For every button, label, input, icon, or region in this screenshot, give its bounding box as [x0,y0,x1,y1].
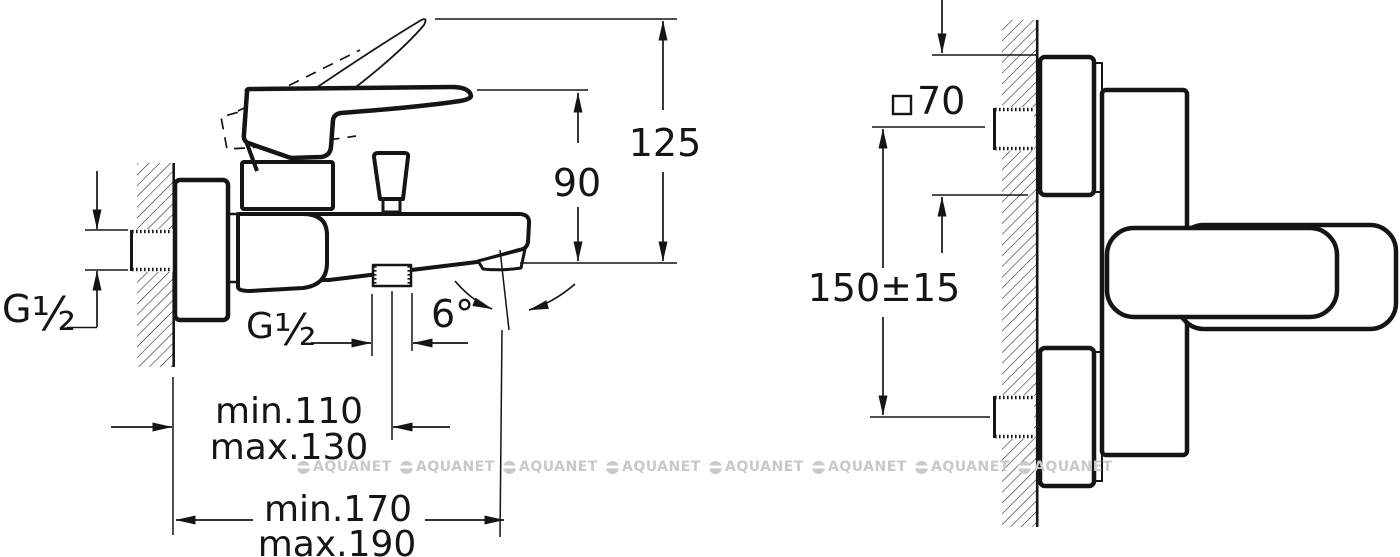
upper-inlet-nut [993,107,1034,151]
dimensions-top-view: 70 150±15 [808,0,1037,418]
watermark: AQUANET [503,459,598,475]
spout-angle-tick [499,249,510,331]
aquanet-logo-icon [709,460,722,474]
g-half-spout-label: G½ [246,305,317,356]
aquanet-logo-icon [915,460,928,474]
watermark: AQUANET [1018,459,1113,475]
g-half-wall-label: G½ [2,287,76,341]
watermark: AQUANET [709,459,804,475]
angle-arc-left [454,280,493,310]
handshower-outlet [371,263,413,288]
valve-body [236,212,329,293]
watermark: AQUANET [606,459,701,475]
handle-skirt-line [244,140,259,172]
angle-label: 6° [431,292,474,336]
aquanet-logo-icon [400,460,413,474]
dim-150-label: 150±15 [808,266,961,310]
diverter-knob [372,151,411,201]
watermark: AQUANET [812,459,907,475]
watermark: AQUANET [400,459,495,475]
aquanet-logo-icon [1018,460,1031,474]
aquanet-logo-icon [297,460,310,474]
watermark: AQUANET [915,459,1010,475]
wall-inlet-nut [130,229,173,272]
wall-hatch-top [1002,20,1038,527]
lower-inlet-nut [993,395,1034,439]
aquanet-logo-icon [812,460,825,474]
dim-90-label: 90 [553,161,601,205]
handle-open-lever [312,18,427,107]
aquanet-logo-icon [606,460,619,474]
watermark: AQUANET [297,459,392,475]
dim-max190-label: max.190 [258,524,417,557]
ext-line-spout-tip [499,329,503,538]
lower-escutcheon [1037,345,1097,489]
dim-min110-label: min.110 [215,391,363,432]
handle-base [240,160,335,211]
square-symbol-icon [891,94,913,116]
top-view [993,20,1399,527]
upper-escutcheon [1037,54,1097,198]
dim-max130-label: max.130 [210,427,369,468]
dim-70-label: 70 [917,79,965,123]
aquanet-logo-icon [503,460,516,474]
handle-closed [241,84,474,161]
angle-arc-right [528,283,576,311]
side-view [130,18,532,367]
dim-min170-label: min.170 [264,489,412,530]
handle-grip-top [1104,225,1340,320]
wall-escutcheon [172,177,231,323]
dim-125-label: 125 [629,121,702,165]
dimensions-side-view: G½ G½ 6° 90 125 min.110 max.130 min.170 … [2,18,702,557]
